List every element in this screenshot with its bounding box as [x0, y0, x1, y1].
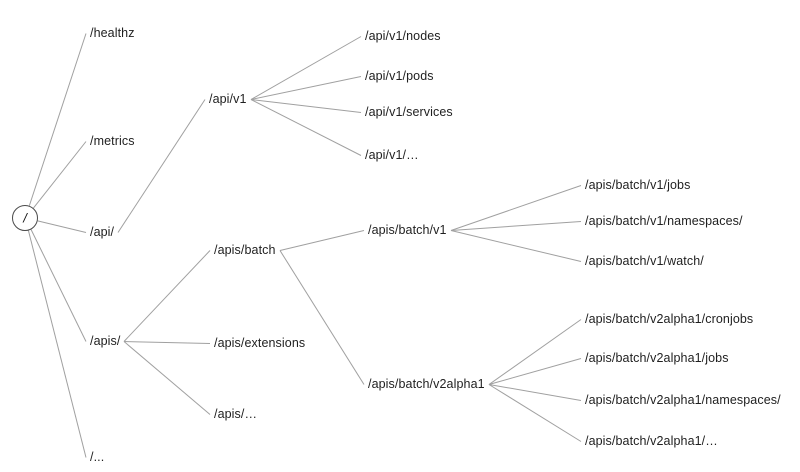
edge-root-to-metrics — [33, 141, 87, 209]
edge-root-to-api — [37, 220, 87, 233]
edge-api_v1-to-api_v1_services — [250, 99, 362, 113]
edge-root-to-apis — [30, 229, 87, 342]
edge-batch_v2a1-to-b_v2_dots — [488, 384, 582, 442]
node-dots_root[interactable]: /... — [90, 450, 105, 464]
node-b_v2_dots[interactable]: /apis/batch/v2alpha1/… — [585, 434, 718, 448]
node-b_v1_watch[interactable]: /apis/batch/v1/watch/ — [585, 254, 704, 268]
edge-apis_batch-to-batch_v2a1 — [279, 250, 365, 385]
edge-api_v1-to-api_v1_nodes — [250, 36, 362, 100]
edge-apis-to-apis_batch — [123, 250, 211, 342]
edge-apis_batch-to-batch_v1 — [279, 230, 365, 251]
node-batch_v1[interactable]: /apis/batch/v1 — [368, 223, 447, 237]
root-node[interactable]: / — [12, 205, 38, 231]
edge-batch_v1-to-b_v1_jobs — [450, 185, 582, 231]
node-apis[interactable]: /apis/ — [90, 334, 121, 348]
edge-batch_v2a1-to-b_v2_cronjobs — [488, 319, 582, 385]
node-api_v1_services[interactable]: /api/v1/services — [365, 105, 453, 119]
node-apis_extensions[interactable]: /apis/extensions — [214, 336, 306, 350]
edge-batch_v2a1-to-b_v2_jobs — [488, 358, 582, 385]
node-apis_batch[interactable]: /apis/batch — [214, 243, 276, 257]
edge-batch_v1-to-b_v1_watch — [450, 230, 582, 262]
node-b_v1_ns[interactable]: /apis/batch/v1/namespaces/ — [585, 214, 743, 228]
edge-batch_v2a1-to-b_v2_ns — [488, 384, 582, 401]
edge-api-to-api_v1 — [117, 99, 206, 233]
node-b_v1_jobs[interactable]: /apis/batch/v1/jobs — [585, 178, 691, 192]
node-b_v2_ns[interactable]: /apis/batch/v2alpha1/namespaces/ — [585, 393, 781, 407]
edge-apis-to-apis_dots — [123, 341, 211, 415]
node-api_v1[interactable]: /api/v1 — [209, 92, 247, 106]
node-api_v1_pods[interactable]: /api/v1/pods — [365, 69, 434, 83]
node-api[interactable]: /api/ — [90, 225, 115, 239]
edge-apis-to-apis_extensions — [123, 341, 211, 344]
node-api_v1_nodes[interactable]: /api/v1/nodes — [365, 29, 441, 43]
node-api_v1_dots[interactable]: /api/v1/… — [365, 148, 419, 162]
node-apis_dots[interactable]: /apis/… — [214, 407, 258, 421]
edge-root-to-dots_root — [27, 230, 87, 458]
edge-api_v1-to-api_v1_dots — [250, 99, 362, 156]
node-b_v2_jobs[interactable]: /apis/batch/v2alpha1/jobs — [585, 351, 729, 365]
edge-root-to-healthz — [28, 33, 87, 206]
edge-batch_v1-to-b_v1_ns — [450, 221, 582, 231]
root-node-label: / — [23, 210, 27, 225]
edge-api_v1-to-api_v1_pods — [250, 76, 362, 100]
node-healthz[interactable]: /healthz — [90, 26, 135, 40]
node-b_v2_cronjobs[interactable]: /apis/batch/v2alpha1/cronjobs — [585, 312, 754, 326]
node-metrics[interactable]: /metrics — [90, 134, 135, 148]
node-batch_v2a1[interactable]: /apis/batch/v2alpha1 — [368, 377, 485, 391]
